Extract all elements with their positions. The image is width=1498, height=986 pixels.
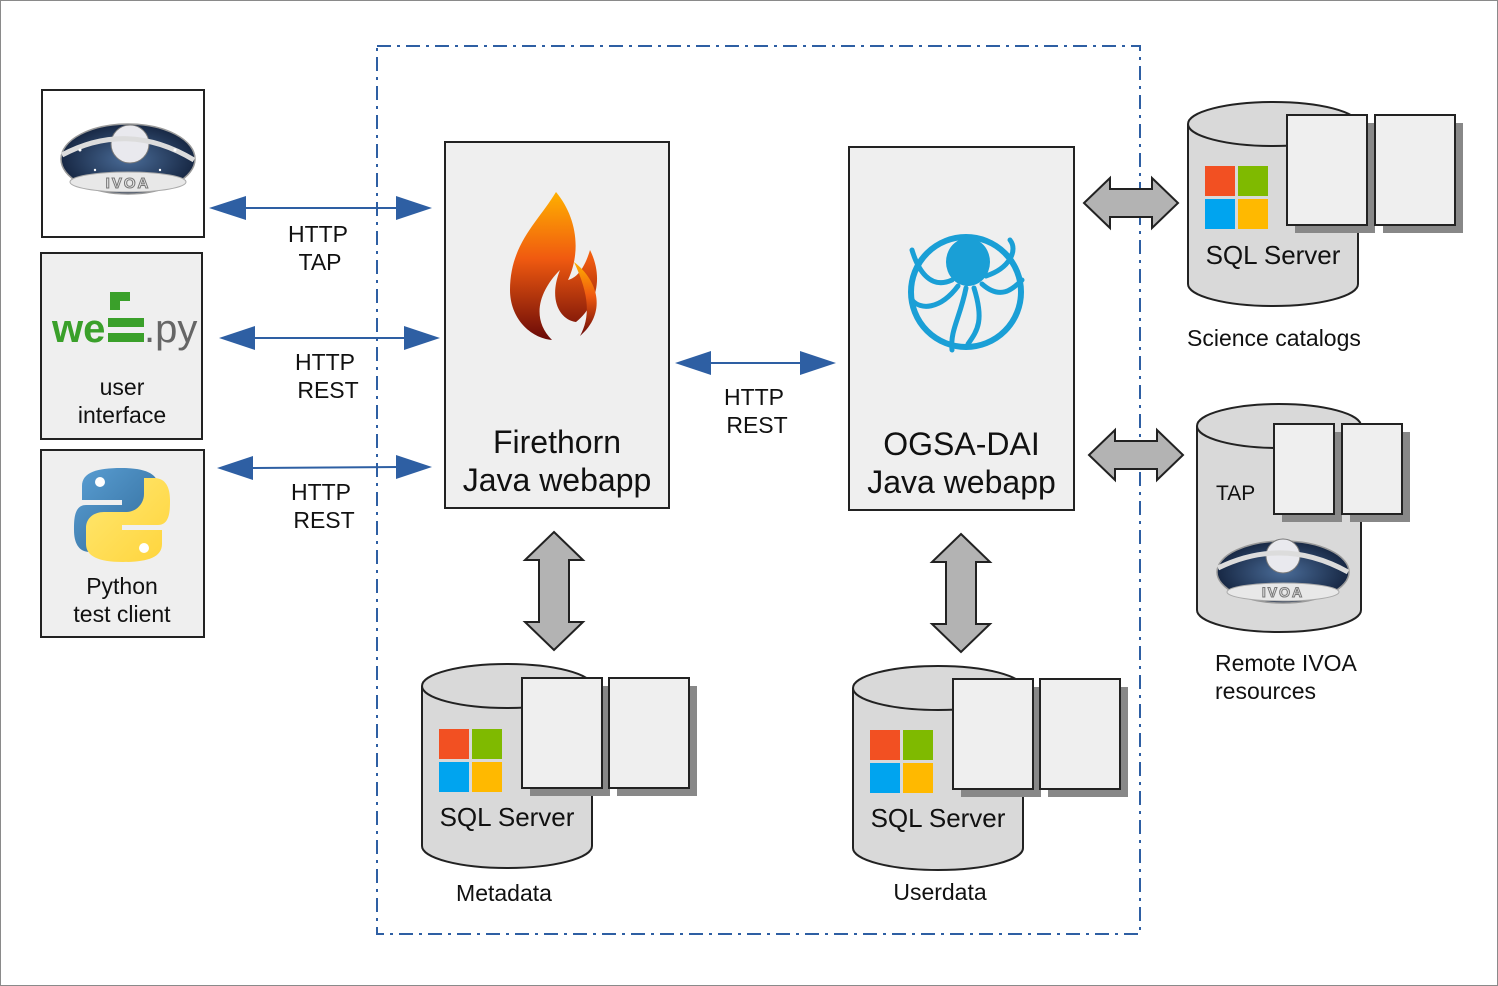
ivoa-firethorn-arrow: [209, 196, 432, 220]
ogsadai-science-arrow: [1082, 175, 1180, 231]
remote-ivoa-db: IVOA: [1196, 403, 1410, 633]
python-firethorn-arrow: [217, 455, 432, 480]
userdata-db: [852, 665, 1128, 871]
firethorn-box: [444, 141, 670, 509]
webpy-caption-line2: interface: [77, 402, 167, 428]
userdata-caption: Userdata: [893, 879, 987, 905]
http-link-arrows: [209, 196, 836, 480]
svg-text:.py: .py: [144, 307, 197, 351]
firethorn-title: Firethorn: [492, 424, 622, 460]
firethorn-metadata-arrow: [522, 530, 586, 652]
ivoa-logo: IVOA: [55, 118, 201, 198]
python-link-type: REST: [293, 507, 355, 533]
python-caption-line2: test client: [73, 601, 171, 627]
ivoa-link-protocol: HTTP: [287, 221, 349, 247]
ogsadai-box: [848, 146, 1075, 511]
webpy-client-box: we .py: [40, 252, 203, 440]
python-logo: [74, 468, 170, 562]
service-link-type: REST: [726, 412, 788, 438]
remote-caption-line2: resources: [1215, 678, 1316, 704]
metadata-caption: Metadata: [456, 880, 552, 906]
ivoa-logo-text: IVOA: [106, 175, 151, 192]
webpy-caption-line1: user: [99, 374, 145, 400]
webpy-firethorn-arrow: [219, 326, 440, 350]
science-db: [1187, 101, 1463, 307]
service-link-protocol: HTTP: [723, 384, 785, 410]
python-link-protocol: HTTP: [290, 479, 352, 505]
svg-text:we: we: [51, 307, 105, 351]
metadata-db: [421, 663, 697, 869]
ogsadai-userdata-arrow: [929, 532, 993, 654]
python-caption-line1: Python: [86, 573, 158, 599]
server-boundary: [376, 45, 1141, 935]
db-double-arrows: [522, 175, 1185, 654]
firethorn-subtitle: Java webapp: [462, 462, 652, 498]
ogsadai-remote-arrow: [1087, 427, 1185, 483]
webpy-link-protocol: HTTP: [294, 349, 356, 375]
firethorn-ogsadai-arrow: [675, 351, 836, 375]
remote-caption-line1: Remote IVOA: [1215, 650, 1357, 676]
ivoa-client-box: IVOA: [41, 89, 205, 238]
ivoa-link-type: TAP: [298, 249, 342, 275]
flame-icon: [510, 192, 598, 340]
science-db-label: SQL Server: [1205, 240, 1341, 270]
python-client-box: [40, 449, 205, 638]
svg-text:IVOA: IVOA: [1262, 584, 1304, 600]
ogsadai-title: OGSA-DAI: [883, 426, 1040, 462]
metadata-db-label: SQL Server: [439, 802, 575, 832]
remote-db-label: TAP: [1216, 482, 1256, 505]
ivoa-logo: IVOA: [1216, 538, 1350, 604]
octopus-icon: [908, 234, 1025, 353]
science-caption: Science catalogs: [1187, 325, 1361, 351]
webpy-logo: we .py: [51, 292, 197, 351]
ogsadai-subtitle: Java webapp: [867, 464, 1056, 500]
webpy-link-type: REST: [297, 377, 359, 403]
userdata-db-label: SQL Server: [870, 803, 1006, 833]
